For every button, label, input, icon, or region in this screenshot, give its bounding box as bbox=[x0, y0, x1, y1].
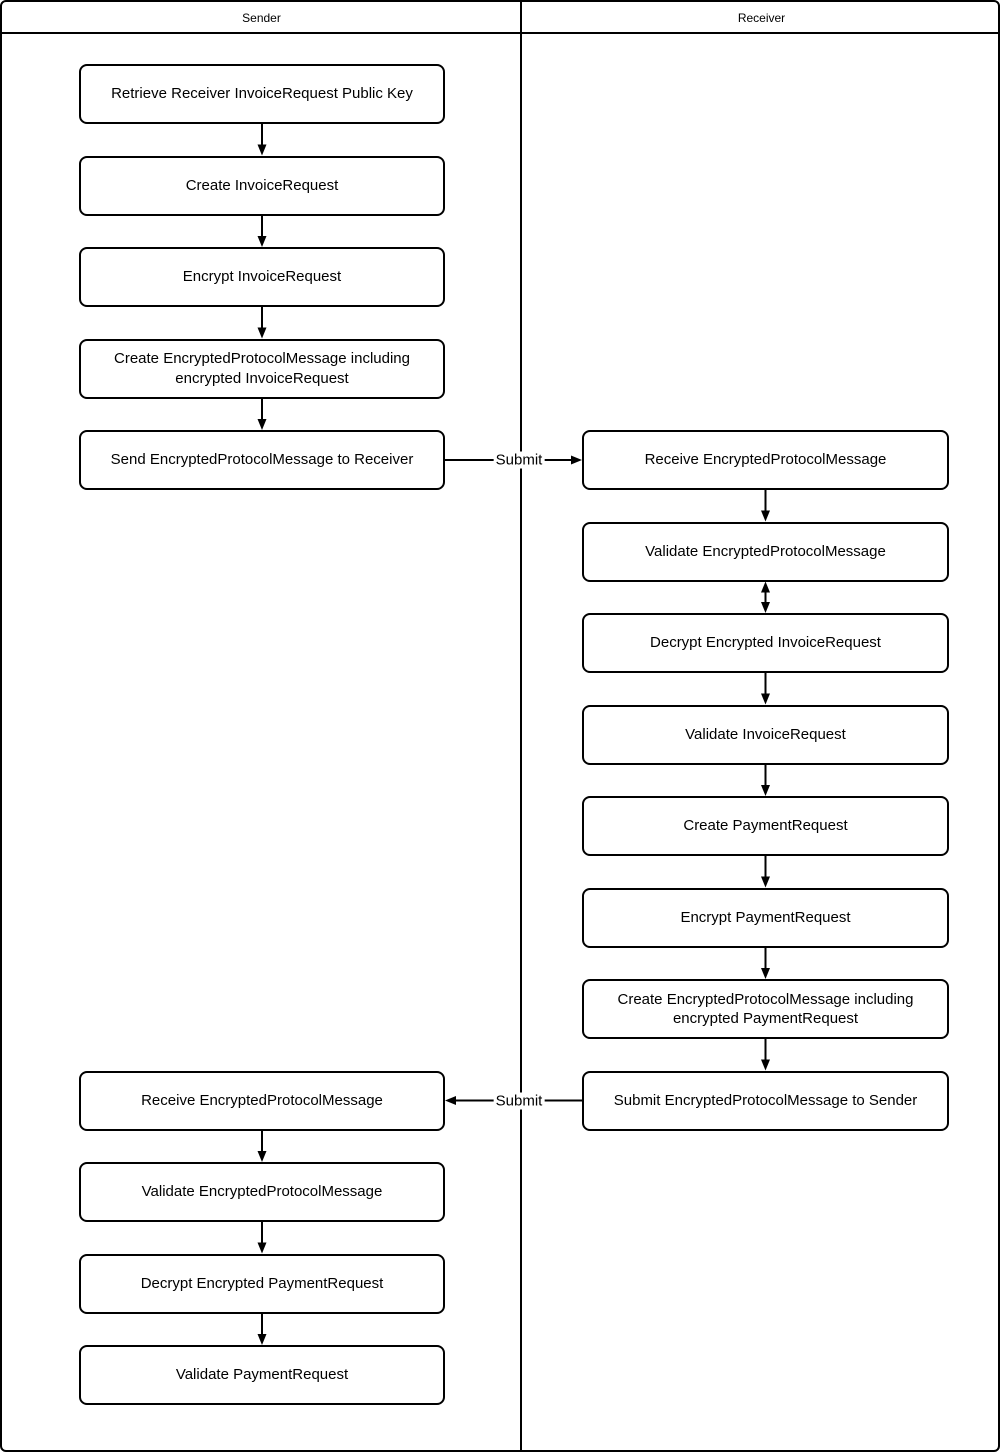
flow-node-r5: Create PaymentRequest bbox=[582, 796, 949, 856]
edge-label-submit: Submit bbox=[493, 1092, 545, 1109]
flow-node-r7: Create EncryptedProtocolMessage includin… bbox=[582, 979, 949, 1039]
flow-node-s4: Create EncryptedProtocolMessage includin… bbox=[79, 338, 445, 399]
flow-node-r6: Encrypt PaymentRequest bbox=[582, 887, 949, 948]
arrowhead-down-icon bbox=[257, 236, 267, 247]
flow-node-s9: Validate PaymentRequest bbox=[79, 1345, 445, 1405]
arrowhead-left-icon bbox=[445, 1096, 456, 1105]
lane-header-separator bbox=[2, 32, 998, 34]
lane-header-receiver: Receiver bbox=[737, 10, 786, 25]
arrowhead-down-icon bbox=[761, 1059, 770, 1071]
arrowhead-down-icon bbox=[257, 1242, 267, 1254]
edge-label-submit: Submit bbox=[493, 451, 545, 469]
arrowhead-down-icon bbox=[257, 419, 267, 430]
flow-node-s7: Validate EncryptedProtocolMessage bbox=[79, 1162, 445, 1222]
arrowhead-down-icon bbox=[257, 144, 267, 156]
arrowhead-down-icon bbox=[761, 693, 770, 705]
flow-node-r2: Validate EncryptedProtocolMessage bbox=[582, 521, 949, 582]
arrowhead-down-icon bbox=[257, 1151, 267, 1162]
flow-node-r4: Validate InvoiceRequest bbox=[582, 704, 949, 765]
flow-node-s8: Decrypt Encrypted PaymentRequest bbox=[79, 1253, 445, 1314]
flow-node-r8: Submit EncryptedProtocolMessage to Sende… bbox=[582, 1070, 949, 1131]
flow-node-s5: Send EncryptedProtocolMessage to Receive… bbox=[79, 430, 445, 490]
lane-header-sender: Sender bbox=[242, 10, 281, 25]
arrowhead-right-icon bbox=[571, 455, 582, 465]
arrowhead-down-icon bbox=[761, 602, 770, 613]
flow-node-s3: Encrypt InvoiceRequest bbox=[79, 247, 445, 307]
arrowhead-down-icon bbox=[257, 1334, 267, 1345]
flow-node-s6: Receive EncryptedProtocolMessage bbox=[79, 1070, 445, 1131]
flow-node-r1: Receive EncryptedProtocolMessage bbox=[582, 430, 949, 490]
arrowhead-down-icon bbox=[761, 876, 770, 888]
arrowhead-up-icon bbox=[761, 581, 770, 593]
flow-node-s2: Create InvoiceRequest bbox=[79, 155, 445, 216]
flow-node-s1: Retrieve Receiver InvoiceRequest Public … bbox=[79, 64, 445, 124]
arrowhead-down-icon bbox=[761, 510, 770, 522]
arrowhead-down-icon bbox=[761, 785, 770, 796]
arrowhead-down-icon bbox=[257, 327, 267, 339]
flow-node-r3: Decrypt Encrypted InvoiceRequest bbox=[582, 613, 949, 673]
lane-divider bbox=[520, 2, 522, 1450]
arrowhead-down-icon bbox=[761, 968, 770, 979]
